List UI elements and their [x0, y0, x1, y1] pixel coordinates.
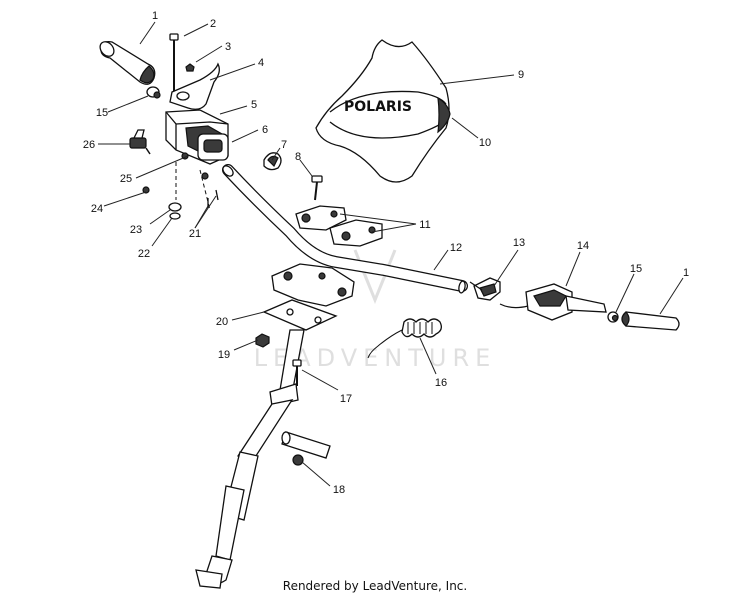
- bushing-nut[interactable]: [292, 454, 304, 466]
- right-grip[interactable]: [621, 311, 680, 331]
- callout-3: 3: [225, 41, 231, 53]
- callout-24: 24: [91, 203, 103, 215]
- handlebar-clip[interactable]: [263, 152, 282, 171]
- handlebar-clamp-upper[interactable]: [295, 205, 383, 247]
- callout-4: 4: [258, 57, 264, 69]
- callout-1-right: 1: [683, 267, 689, 279]
- callout-5: 5: [251, 99, 257, 111]
- steering-post[interactable]: [195, 329, 305, 589]
- post-bolt[interactable]: [292, 359, 302, 386]
- callout-18: 18: [333, 484, 345, 496]
- handlebar-pad[interactable]: POLARIS: [315, 39, 451, 183]
- callout-7: 7: [281, 139, 287, 151]
- callout-16: 16: [435, 377, 447, 389]
- throttle-cable-coil[interactable]: [367, 318, 442, 359]
- callout-9: 9: [518, 69, 524, 81]
- grip-end-cap-right[interactable]: [607, 311, 619, 323]
- callout-22: 22: [138, 248, 150, 260]
- callout-26: 26: [83, 139, 95, 151]
- callout-14: 14: [577, 240, 589, 252]
- throttle-housing[interactable]: [165, 109, 229, 165]
- pad-end-cap: [437, 96, 451, 134]
- left-grip[interactable]: [97, 39, 156, 85]
- throttle-lever[interactable]: [169, 62, 220, 110]
- callout-1-left: 1: [152, 10, 158, 22]
- handlebar-tube[interactable]: [221, 164, 468, 294]
- callout-11: 11: [419, 219, 430, 231]
- grip-end-cap-left[interactable]: [146, 86, 161, 99]
- callout-25: 25: [120, 173, 132, 185]
- callout-2: 2: [210, 18, 216, 30]
- callout-6: 6: [262, 124, 268, 136]
- callout-19: 19: [218, 349, 230, 361]
- brake-switch[interactable]: [469, 277, 501, 301]
- callout-17: 17: [340, 393, 352, 405]
- steering-post-plate[interactable]: [262, 299, 338, 331]
- small-nut[interactable]: [185, 63, 195, 72]
- pivot-bolt[interactable]: [169, 33, 179, 92]
- brake-lever-housing[interactable]: [499, 283, 607, 321]
- callout-12: 12: [450, 242, 462, 254]
- handlebar-clamp-lower[interactable]: [271, 263, 355, 307]
- callout-13: 13: [513, 237, 525, 249]
- leader-lines: [98, 21, 684, 487]
- clamp-screw[interactable]: [311, 175, 323, 201]
- callout-10: 10: [479, 137, 491, 149]
- callout-20: 20: [216, 316, 228, 328]
- callout-21: 21: [189, 228, 201, 240]
- callout-8: 8: [295, 151, 301, 163]
- polaris-logo-text: POLARIS: [344, 99, 412, 115]
- callout-15-left: 15: [96, 107, 108, 119]
- kill-switch[interactable]: [129, 129, 151, 155]
- callout-15-right: 15: [630, 263, 642, 275]
- render-credit-footer: Rendered by LeadVenture, Inc.: [282, 579, 468, 593]
- post-nut[interactable]: [255, 333, 270, 348]
- callout-23: 23: [130, 224, 142, 236]
- callout-labels: 1 2 3 4 5 6 7 8 9 10 11 12 13 14 15 1 15…: [83, 10, 689, 496]
- steering-bushing[interactable]: [281, 431, 331, 459]
